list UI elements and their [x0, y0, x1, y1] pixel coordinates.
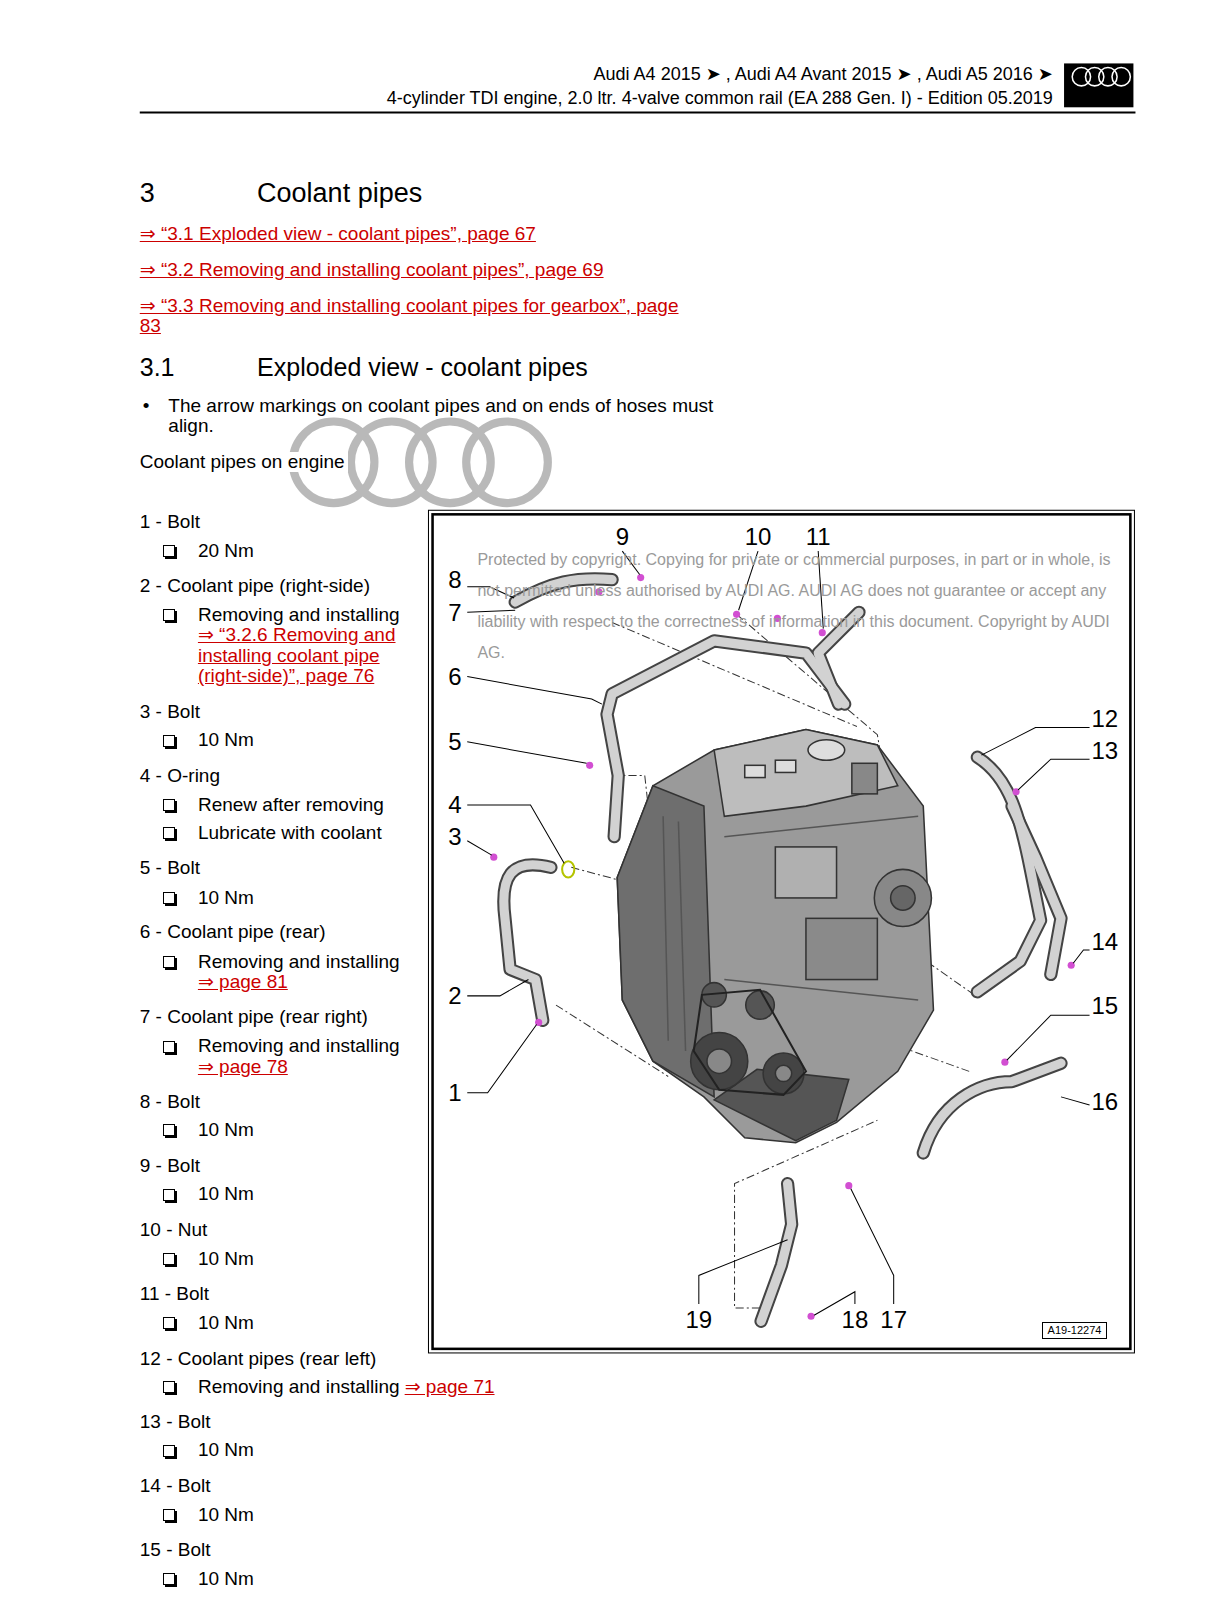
callout-number: 3 — [448, 823, 461, 850]
checkbox-symbol — [163, 609, 175, 621]
header-text: Audi A4 2015 ➤ , Audi A4 Avant 2015 ➤ , … — [594, 64, 1053, 85]
parts-list-text: • — [143, 396, 150, 417]
callout-number: 1 — [448, 1079, 461, 1106]
parts-list-text: 8 - Bolt — [140, 1092, 200, 1113]
cross-reference-link: ⇒ page 81 — [198, 972, 288, 993]
callout-number: 2 — [448, 982, 461, 1009]
parts-list-text: 5 - Bolt — [140, 858, 200, 879]
cross-reference-link: ⇒ page 78 — [198, 1057, 288, 1078]
callout-number: 10 — [745, 523, 772, 550]
parts-list-text: 10 Nm — [198, 1505, 254, 1526]
parts-list-text: 10 Nm — [198, 1569, 254, 1590]
coolant-pipe — [504, 579, 1061, 1321]
callout-number: 9 — [616, 523, 629, 550]
section-heading: 3 — [140, 178, 155, 209]
callout-number: 18 — [842, 1306, 869, 1333]
callout-number: 15 — [1092, 992, 1119, 1019]
callout-number: 16 — [1092, 1088, 1119, 1115]
checkbox-symbol — [163, 1445, 175, 1457]
checkbox-symbol — [163, 1381, 175, 1393]
parts-list-text: 10 Nm — [198, 730, 254, 751]
parts-list-text: 20 Nm — [198, 541, 254, 562]
figure-id-text: A19-12274 — [1048, 1324, 1102, 1337]
logo-rings — [1072, 68, 1130, 86]
parts-list-text: 10 Nm — [198, 1184, 254, 1205]
assembly-line — [556, 614, 974, 1308]
parts-list-text: 13 - Bolt — [140, 1412, 211, 1433]
subsection-heading: 3.1 — [140, 353, 175, 382]
parts-list-text: Removing and installing — [198, 952, 400, 973]
checkbox-symbol — [163, 956, 175, 968]
callout-number: 11 — [806, 523, 831, 550]
parts-list-text: 14 - Bolt — [140, 1476, 211, 1497]
checkbox-symbol — [163, 1573, 175, 1585]
header-rule — [140, 111, 1136, 113]
parts-list-text: 11 - Bolt — [140, 1284, 209, 1305]
callout-number: 14 — [1092, 928, 1119, 955]
callout-number: 5 — [448, 728, 461, 755]
engine-block — [617, 730, 933, 1143]
callout-number: 4 — [448, 791, 461, 818]
parts-list-text: 9 - Bolt — [140, 1156, 200, 1177]
checkbox-symbol — [163, 1124, 175, 1136]
parts-list-text: Removing and installing — [198, 605, 400, 626]
figure-id-box: A19-12274 — [1042, 1322, 1108, 1339]
checkbox-symbol — [163, 1253, 175, 1265]
parts-list-text: Lubricate with coolant — [198, 823, 382, 844]
section-heading: Coolant pipes — [257, 178, 422, 209]
parts-list-text: Removing and installing — [198, 1377, 400, 1398]
checkbox-symbol — [163, 892, 175, 904]
parts-list-text: 10 Nm — [198, 888, 254, 909]
parts-list-text: The arrow markings on coolant pipes and … — [168, 396, 727, 437]
parts-list-text: 4 - O-ring — [140, 766, 220, 787]
cross-reference-link: ⇒ page 71 — [405, 1377, 495, 1398]
checkbox-symbol — [163, 1041, 175, 1053]
parts-list-text: 12 - Coolant pipes (rear left) — [140, 1349, 377, 1370]
checkbox-symbol — [163, 799, 175, 811]
parts-list-text: 2 - Coolant pipe (right-side) — [140, 576, 370, 597]
callout-number: 13 — [1092, 737, 1119, 764]
cross-reference-link: ⇒ “3.2.6 Removing and installing coolant… — [198, 625, 424, 687]
checkbox-symbol — [163, 735, 175, 747]
parts-list-text: 10 Nm — [198, 1440, 254, 1461]
callout-number: 7 — [448, 599, 461, 626]
checkbox-symbol — [163, 1317, 175, 1329]
leader-line — [467, 551, 1089, 1315]
logo-box — [1064, 63, 1133, 107]
checkbox-symbol — [163, 545, 175, 557]
callout-number: 19 — [685, 1306, 712, 1333]
cross-reference-link: ⇒ “3.2 Removing and installing coolant p… — [140, 260, 604, 281]
parts-list-text: 10 Nm — [198, 1313, 254, 1334]
parts-list-text: 6 - Coolant pipe (rear) — [140, 922, 326, 943]
header-text: 4-cylinder TDI engine, 2.0 ltr. 4-valve … — [387, 88, 1053, 109]
parts-list-text: Removing and installing — [198, 1036, 400, 1057]
callout-number: 12 — [1092, 705, 1119, 732]
figure-frame — [428, 510, 1134, 1353]
parts-list-text: 10 Nm — [198, 1120, 254, 1141]
parts-list-text: 10 - Nut — [140, 1220, 208, 1241]
callout-number: 17 — [880, 1306, 907, 1333]
callout-number: 6 — [448, 663, 461, 690]
subsection-heading: Exploded view - coolant pipes — [257, 353, 588, 382]
parts-list-text: 15 - Bolt — [140, 1540, 211, 1561]
cross-reference-link: ⇒ “3.3 Removing and installing coolant p… — [140, 296, 691, 337]
parts-list-text: 3 - Bolt — [140, 702, 200, 723]
parts-list-text: 10 Nm — [198, 1249, 254, 1270]
copyright-watermark: Protected by copyright. Copying for priv… — [477, 544, 1130, 668]
cross-reference-link: ⇒ “3.1 Exploded view - coolant pipes”, p… — [140, 224, 536, 245]
parts-list-text: Coolant pipes on engine — [140, 452, 348, 473]
figure-frame — [433, 514, 1131, 1349]
checkbox-symbol — [163, 827, 175, 839]
checkbox-symbol — [163, 1189, 175, 1201]
parts-list-text: 7 - Coolant pipe (rear right) — [140, 1007, 368, 1028]
bolt-marker — [490, 574, 1075, 1320]
parts-list-text: Renew after removing — [198, 795, 384, 816]
callout-number: 8 — [448, 566, 461, 593]
parts-list-text: 1 - Bolt — [140, 512, 200, 533]
checkbox-symbol — [163, 1509, 175, 1521]
